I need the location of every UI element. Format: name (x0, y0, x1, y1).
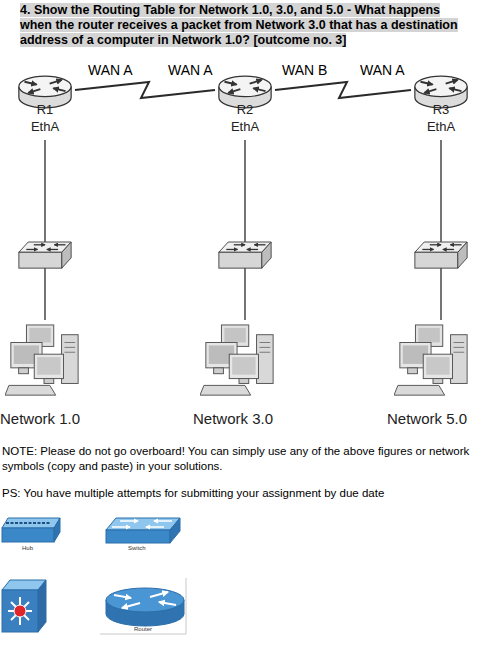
multilayer-switch-icon (2, 580, 46, 632)
switch-icon (219, 242, 271, 268)
network-node: Network 3.0 (200, 320, 290, 432)
frame-line (100, 578, 186, 634)
node-name: R1 (15, 102, 75, 117)
network-node: Network 1.0 (0, 320, 90, 432)
legend-text: Switch (128, 545, 146, 551)
node-name: R2 (215, 102, 275, 117)
mls-arrows (8, 597, 32, 625)
hub-front (2, 528, 54, 542)
switch-top (106, 518, 180, 530)
router-legend-icon (106, 588, 184, 626)
wan-label: WAN A (88, 63, 133, 78)
interface-name: EthA (15, 119, 75, 134)
wan-label: WAN A (360, 63, 405, 78)
router-node: R2EthA (215, 74, 275, 140)
interface-name: EthA (411, 119, 471, 134)
switch-arrow (120, 520, 138, 522)
wan-link (275, 82, 411, 98)
hub-ports (6, 522, 50, 524)
interface-name: EthA (215, 119, 275, 134)
legend-item: Hub (22, 545, 33, 551)
switch-legend-icon (106, 518, 180, 543)
switch-arrow (154, 520, 172, 522)
switch-arrow (146, 526, 164, 528)
lan-link (44, 140, 45, 320)
question-block: 4. Show the Routing Table for Network 1.… (20, 3, 465, 48)
legend-text: Hub (22, 545, 33, 551)
note-text: PS: You have multiple attempts for submi… (2, 486, 472, 501)
legend-item: Router (134, 626, 152, 632)
router-arrow (122, 603, 140, 608)
node-name: R3 (411, 102, 471, 117)
computers-icon (200, 325, 273, 395)
legend-item: Switch (128, 545, 146, 551)
computers-icon (394, 325, 467, 395)
node-name: Network 5.0 (382, 410, 472, 427)
legend-text: Router (134, 626, 152, 632)
computers-icon (5, 325, 78, 395)
router-arrow (150, 592, 168, 597)
mls-center (14, 605, 26, 617)
switch-arrow (112, 526, 130, 528)
mls-side (38, 580, 46, 632)
hub-legend-icon (2, 518, 60, 542)
switch-front (106, 530, 170, 543)
hub-top (2, 518, 60, 528)
network-node: Network 5.0 (396, 320, 486, 432)
node-name: Network 1.0 (0, 410, 85, 427)
node-name: Network 3.0 (188, 410, 278, 427)
router-node: R1EthA (15, 74, 75, 140)
router-top (106, 588, 184, 612)
router-node: R3EthA (411, 74, 471, 140)
wan-link (75, 82, 215, 98)
router-arrow (159, 602, 176, 605)
lan-link (440, 140, 441, 320)
switch-icon (415, 242, 467, 268)
mls-front (2, 590, 38, 632)
wan-label: WAN B (282, 63, 327, 78)
note-text: NOTE: Please do not go overboard! You ca… (2, 444, 472, 474)
hub-side (54, 518, 60, 542)
router-arrow (114, 595, 131, 598)
switch-icon (19, 242, 71, 268)
lan-link (244, 140, 245, 320)
question-title: 4. Show the Routing Table for Network 1.… (20, 3, 458, 47)
wan-label: WAN A (168, 63, 213, 78)
